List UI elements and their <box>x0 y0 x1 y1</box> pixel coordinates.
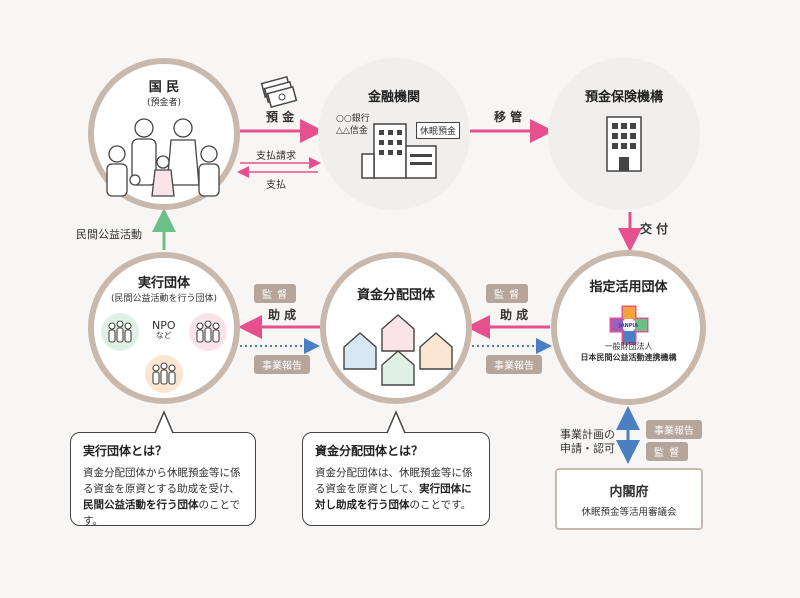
payment-label: 支払 <box>266 180 286 191</box>
office-building-icon <box>606 116 642 172</box>
report-badge-1: 事業報告 <box>486 355 542 374</box>
bank-names: ○○銀行 △△信金 <box>336 114 370 137</box>
distribution-callout-text1: 資金分配団体は、休眠預金等に係る資金を原資として、 <box>315 466 473 495</box>
insurance-title: 預金保険機構 <box>584 90 663 105</box>
financial-node: 金融機関 ○○銀行 △△信金 休眠預金 <box>318 58 470 210</box>
public-activity-label: 民間公益活動 <box>76 228 142 241</box>
distribution-callout-heading: 資金分配団体とは？ <box>315 444 424 458</box>
executing-callout-heading: 実行団体とは？ <box>83 444 168 458</box>
supervise-badge-2: 監 督 <box>254 284 297 303</box>
financial-title: 金融機関 <box>367 90 420 105</box>
citizens-subtitle: (預金者) <box>146 98 182 108</box>
bank2-label: △△信金 <box>336 125 368 136</box>
cabinet-title: 内閣府 <box>609 484 649 500</box>
distribution-callout-text2: のことです。 <box>409 499 472 512</box>
npo-text: NPO <box>152 319 176 332</box>
distribution-title: 資金分配団体 <box>356 288 435 303</box>
executing-callout: 実行団体とは？ 資金分配団体から休眠預金等に係る資金を原資とする助成を受け、民間… <box>70 432 256 528</box>
bank-building-icon <box>361 123 437 179</box>
citizens-title: 国 民 <box>148 80 180 95</box>
distribution-callout: 資金分配団体とは？ 資金分配団体は、休眠預金等に係る資金を原資として、実行団体に… <box>302 432 490 526</box>
report-badge-2: 事業報告 <box>254 355 310 374</box>
transfer-label: 移 管 <box>494 110 523 124</box>
executing-callout-bold: 民間公益活動を行う団体 <box>83 499 199 512</box>
executing-subtitle: (民間公益活動を行う団体) <box>110 294 218 304</box>
group-icon-green <box>101 313 139 351</box>
executing-node: 実行団体 (民間公益活動を行う団体) NPO など <box>88 252 240 404</box>
supervise-badge-1: 監 督 <box>486 284 529 303</box>
citizens-node: 国 民 (預金者) <box>88 58 240 210</box>
subsidy-label-2: 助 成 <box>268 308 297 322</box>
money-icon <box>260 75 298 109</box>
npo-sub-text: など <box>155 331 172 341</box>
group-icon-pink <box>189 313 227 351</box>
designated-title: 指定活用団体 <box>589 280 668 295</box>
logo-text: JANPIA <box>618 323 639 329</box>
plan-label: 事業計画の 申請・認可 <box>560 428 615 457</box>
subsidy-label-1: 助 成 <box>500 308 529 322</box>
executing-callout-text1: 資金分配団体から休眠預金等に係る資金を原資とする助成を受け、 <box>83 466 241 495</box>
dormant-deposit-tag: 休眠預金 <box>416 122 461 139</box>
plan-line1: 事業計画の <box>560 428 615 441</box>
withdraw-request-label: 支払請求 <box>256 151 296 162</box>
designated-org-type: 一般財団法人 <box>604 342 653 351</box>
cabinet-node: 内閣府 休眠預金等活用審議会 <box>555 468 703 530</box>
supervise-badge-3: 監 督 <box>646 442 689 461</box>
npo-label: NPO など <box>152 319 176 341</box>
distribution-node: 資金分配団体 <box>320 252 472 404</box>
cabinet-subtitle: 休眠預金等活用審議会 <box>581 506 677 518</box>
grant-label: 交 付 <box>640 222 669 236</box>
plan-line2: 申請・認可 <box>560 442 615 456</box>
family-icon <box>106 118 220 197</box>
executing-title: 実行団体 <box>137 276 190 291</box>
designated-org-name: 日本民間公益活動連携機構 <box>580 353 677 362</box>
bank1-label: ○○銀行 <box>336 114 370 124</box>
insurance-node: 預金保険機構 <box>548 58 700 210</box>
janpia-logo-icon <box>609 305 648 345</box>
group-icon-orange <box>145 355 183 393</box>
executing-callout-text2: のことです。 <box>83 499 241 528</box>
deposit-label: 預 金 <box>266 110 295 124</box>
distribution-callout-bold: 実行団体に対し助成を行う団体 <box>315 482 472 512</box>
report-badge-3: 事業報告 <box>646 420 702 439</box>
designated-node: 指定活用団体 JANPIA 一般財団法人 日本民間公益活動連携機構 <box>551 250 706 405</box>
houses-icon <box>343 314 453 386</box>
